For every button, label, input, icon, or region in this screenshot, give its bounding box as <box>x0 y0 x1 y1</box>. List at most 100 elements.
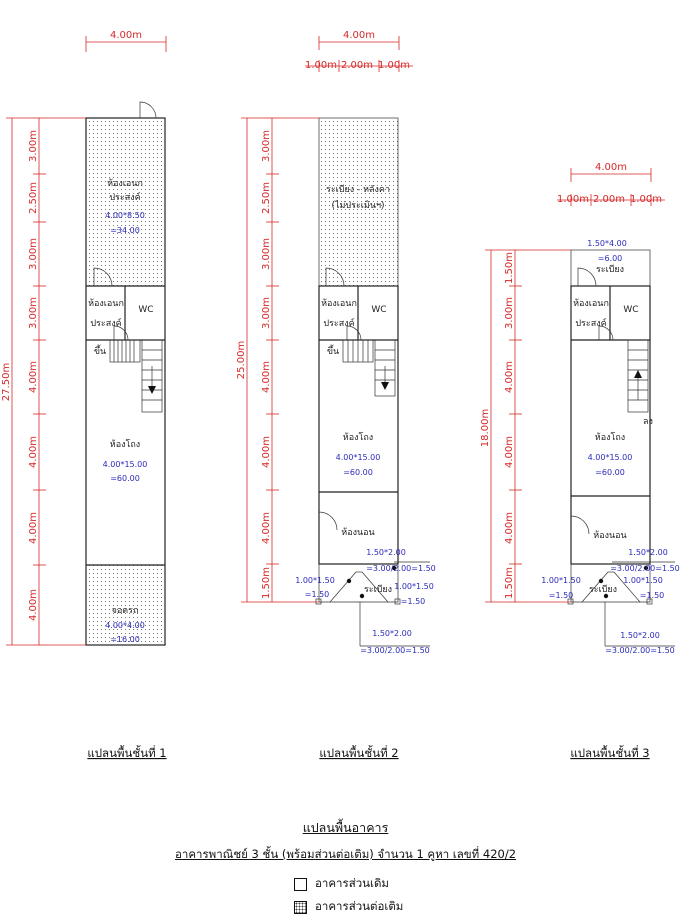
stairs-2 <box>342 339 396 397</box>
dim-3-b: 2.00m <box>593 194 625 205</box>
room-parking: จอดรถ <box>112 606 139 616</box>
area-hall-2-b: =60.00 <box>343 468 373 477</box>
room-multi-3-l1: ห้องเอนก <box>573 298 609 309</box>
area-bal2-r-b: =1.50 <box>401 597 426 606</box>
dim-3-v3: 4.00m <box>504 361 515 393</box>
room-multi-1-l1: ห้องเอนก <box>107 178 143 189</box>
room-multi-2-l1: ห้องเอนก <box>321 298 357 309</box>
dim-1-b: 2.50m <box>28 182 39 214</box>
area-bal2-tr-b: =3.00/2.00=1.50 <box>366 564 436 573</box>
area-bal2-b-b: =3.00/2.00=1.50 <box>360 646 430 655</box>
area-bal3-b-a: 1.50*2.00 <box>620 631 660 640</box>
room-hall-1: ห้องโถง <box>110 439 140 450</box>
dim-2-v2: 2.50m <box>261 182 272 214</box>
stairs-1 <box>109 339 163 413</box>
dim-3-v5: 4.00m <box>504 512 515 544</box>
dim-2-v8: 1.50m <box>261 567 272 599</box>
area-multi-1-a: 4.00*8.50 <box>105 211 145 220</box>
dim-3-v2: 3.00m <box>504 297 515 329</box>
dim-1-c: 3.00m <box>28 238 39 270</box>
area-bal3-r-a: 1.00*1.50 <box>623 576 663 585</box>
dim-1-g: 4.00m <box>28 512 39 544</box>
plan-title: แปลนพื้นอาคาร <box>302 820 389 835</box>
area-hall-3-b: =60.00 <box>595 468 625 477</box>
legend-label-extension: อาคารส่วนต่อเติม <box>315 899 404 913</box>
dim-2-a: 1.00m <box>305 60 337 71</box>
balcony-2 <box>315 561 430 647</box>
area-bal3-l-a: 1.00*1.50 <box>541 576 581 585</box>
room-bedroom-2: ห้องนอน <box>341 527 374 538</box>
area-bal2-l-b: =1.50 <box>305 590 330 599</box>
dim-1-e: 4.00m <box>28 361 39 393</box>
room-roof-l1: ระเบียง - หลังคา <box>326 184 390 195</box>
room-multi-1b-l2: ประสงค์ <box>90 317 121 329</box>
area-bal3-a: 1.50*4.00 <box>587 239 627 248</box>
legend-swatch-plain <box>294 877 307 891</box>
area-multi-1-b: =34.00 <box>110 226 140 235</box>
dim-1-f: 4.00m <box>28 436 39 468</box>
floor-plan-1: 4.00m <box>1 30 167 760</box>
dim-2-v6: 4.00m <box>261 436 272 468</box>
area-bal2-tr-a: 1.50*2.00 <box>366 548 406 557</box>
dim-1-total: 27.50m <box>1 363 12 401</box>
caption-floor-2: แปลนพื้นชั้นที่ 2 <box>319 745 398 760</box>
room-hall-2: ห้องโถง <box>343 432 373 443</box>
dim-2-v5: 4.00m <box>261 361 272 393</box>
room-wc-3: WC <box>623 305 638 315</box>
dim-width-3: 4.00m <box>595 162 627 173</box>
area-bal3-r-b: =1.50 <box>640 591 665 600</box>
legend-item-original: อาคารส่วนเดิม <box>294 875 389 893</box>
dim-2-v4: 3.00m <box>261 297 272 329</box>
legend-swatch-dotted <box>294 900 307 914</box>
area-hall-2-a: 4.00*15.00 <box>336 453 381 462</box>
dim-width-1: 4.00m <box>110 30 142 41</box>
area-bal2-l-a: 1.00*1.50 <box>295 576 335 585</box>
room-bedroom-3: ห้องนอน <box>593 530 626 541</box>
room-balcony-3: ระเบียง <box>589 584 617 595</box>
dim-2-v3: 3.00m <box>261 238 272 270</box>
dim-2-c: 1.00m <box>378 60 410 71</box>
dim-3-v4: 4.00m <box>504 436 515 468</box>
floor-plan-2: 4.00m 1.00m 2.00m 1.00m <box>236 30 436 760</box>
plan-subtitle: อาคารพาณิชย์ 3 ชั้น (พร้อมส่วนต่อเติม) จ… <box>174 847 517 861</box>
room-multi-1b-l1: ห้องเอนก <box>88 298 124 309</box>
area-bal3-b-b: =3.00/2.00=1.50 <box>605 646 675 655</box>
dim-2-total: 25.00m <box>236 341 247 379</box>
area-bal2-r-a: 1.00*1.50 <box>394 582 434 591</box>
area-bal3-tr-a: 1.50*2.00 <box>628 548 668 557</box>
room-multi-3-l2: ประสงค์ <box>575 317 606 329</box>
area-hall-1-b: =60.00 <box>110 474 140 483</box>
area-bal2-b-a: 1.50*2.00 <box>372 629 412 638</box>
room-multi-1-l2: ประสงค์ <box>109 191 140 203</box>
legend-item-extension: อาคารส่วนต่อเติม <box>294 898 403 916</box>
stair-up-2: ขึ้น <box>327 344 339 357</box>
caption-floor-1: แปลนพื้นชั้นที่ 1 <box>87 745 166 760</box>
dim-width-2: 4.00m <box>343 30 375 41</box>
dim-1-h: 4.00m <box>28 589 39 621</box>
area-hall-1-a: 4.00*15.00 <box>103 460 148 469</box>
dim-3-c: 1.00m <box>630 194 662 205</box>
room-multi-2-l2: ประสงค์ <box>323 317 354 329</box>
room-balcony-3-top: ระเบียง <box>596 264 624 275</box>
floor-plan-3: 4.00m 1.00m 2.00m 1.00m <box>480 162 680 760</box>
area-park-b: =16.00 <box>110 635 140 644</box>
dim-3-v6: 1.50m <box>504 567 515 599</box>
room-wc-1: WC <box>138 305 153 315</box>
dim-2-v1: 3.00m <box>261 130 272 162</box>
area-bal3-tr-b: =3.00/2.00=1.50 <box>610 564 680 573</box>
room-roof-l2: (ไม่ประเมินฯ) <box>331 200 384 211</box>
dim-1-d: 3.00m <box>28 297 39 329</box>
dim-2-v7: 4.00m <box>261 512 272 544</box>
room-wc-2: WC <box>371 305 386 315</box>
stairs-3 <box>627 339 649 413</box>
room-balcony-2: ระเบียง <box>364 584 392 595</box>
area-park-a: 4.00*4.00 <box>105 621 145 630</box>
stair-up-1: ขึ้น <box>94 344 106 357</box>
room-hall-3: ห้องโถง <box>595 432 625 443</box>
area-bal3-b: =6.00 <box>598 254 623 263</box>
area-hall-3-a: 4.00*15.00 <box>588 453 633 462</box>
dim-2-b: 2.00m <box>341 60 373 71</box>
caption-floor-3: แปลนพื้นชั้นที่ 3 <box>570 745 649 760</box>
dim-1-a: 3.00m <box>28 130 39 162</box>
